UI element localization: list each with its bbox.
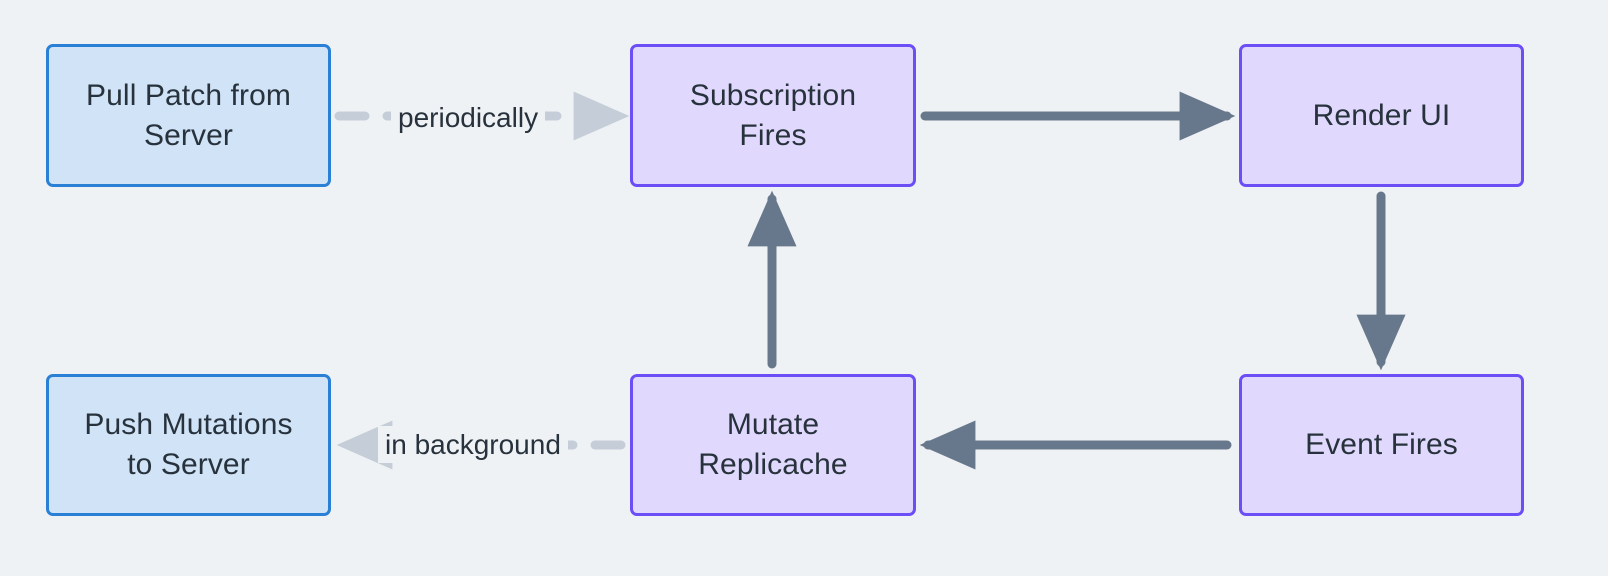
node-render-ui[interactable]: Render UI xyxy=(1239,44,1524,187)
node-mutate-replicache[interactable]: Mutate Replicache xyxy=(630,374,916,516)
node-label: Event Fires xyxy=(1305,428,1458,462)
node-label: Mutate Replicache xyxy=(698,408,848,481)
node-label: Pull Patch from Server xyxy=(86,78,291,152)
node-event-fires[interactable]: Event Fires xyxy=(1239,374,1524,516)
node-label: Subscription Fires xyxy=(689,78,857,152)
node-subscription-fires[interactable]: Subscription Fires xyxy=(630,44,916,187)
node-push-mutations-to-server[interactable]: Push Mutations to Server xyxy=(46,374,331,516)
node-label: Render UI xyxy=(1312,98,1451,132)
node-label: Push Mutations to Server xyxy=(84,408,293,481)
edge-label-periodically: periodically xyxy=(391,99,546,136)
edge-label-in-background: in background xyxy=(378,426,568,463)
node-pull-patch-from-server[interactable]: Pull Patch from Server xyxy=(46,44,331,187)
